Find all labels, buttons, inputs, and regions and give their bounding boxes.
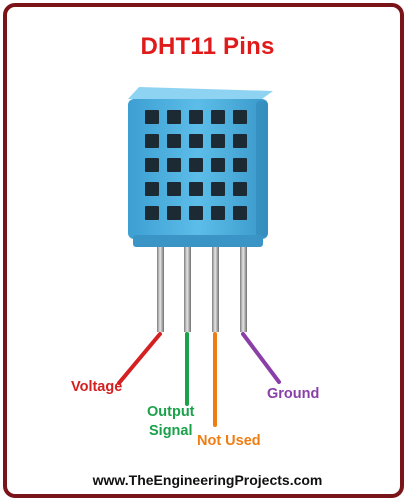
voltage-pointer-line — [119, 334, 160, 383]
sensor-leads — [157, 242, 247, 332]
sensor-top-face — [128, 87, 273, 99]
lead-3 — [212, 242, 219, 332]
voltage-label: Voltage — [71, 378, 122, 397]
output-signal-label-line1: Output — [147, 403, 195, 422]
not-used-label: Not Used — [197, 432, 261, 451]
ground-pointer-line — [243, 334, 279, 382]
diagram-frame: DHT11 Pins — [3, 3, 404, 498]
ground-label: Ground — [267, 385, 319, 404]
pin-pointer-lines — [119, 334, 279, 425]
dht11-sensor-diagram — [7, 7, 404, 498]
output-signal-label: Output Signal — [147, 403, 195, 441]
sensor-body — [128, 87, 273, 247]
lead-4 — [240, 242, 247, 332]
lead-2 — [184, 242, 191, 332]
sensor-side-shade — [256, 101, 268, 237]
sensor-base — [133, 235, 263, 247]
output-signal-label-line2: Signal — [147, 422, 195, 441]
lead-1 — [157, 242, 164, 332]
website-footer: www.TheEngineeringProjects.com — [7, 472, 404, 488]
